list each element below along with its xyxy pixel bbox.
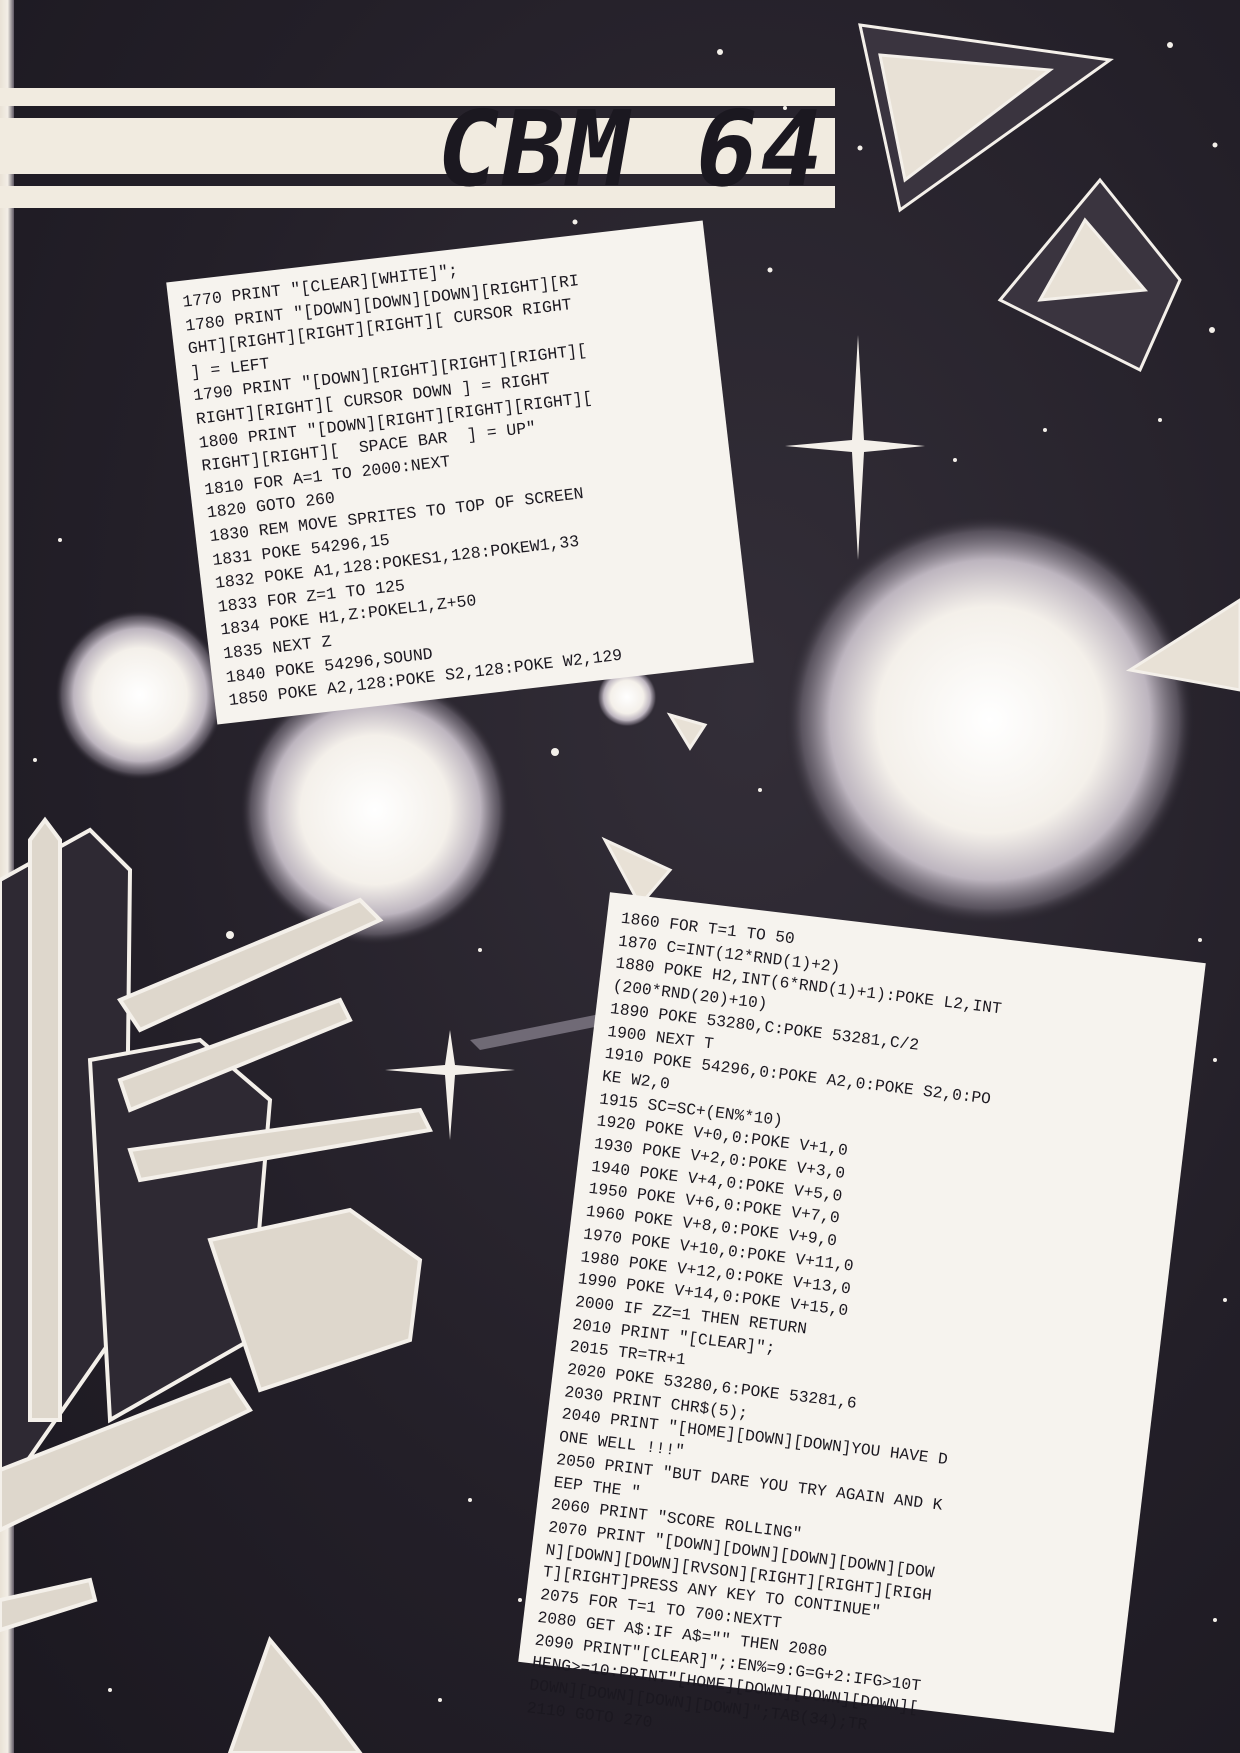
nebula-small-left [55,610,225,780]
code-listing-top: 1770 PRINT "[CLEAR][WHITE]"; 1780 PRINT … [166,220,754,725]
cbm64-banner: CBM 64 [0,88,836,210]
banner-stripe-bottom [0,186,835,208]
crystal-shapes [601,23,1240,908]
nebula-tiny [597,667,657,727]
banner-title: CBM 64 [426,88,836,210]
banner-stripe-middle [0,118,835,174]
banner-stripe-top [0,88,835,106]
spaceship [0,816,433,1753]
code-listing-bottom: 1860 FOR T=1 TO 50 1870 C=INT(12*RND(1)+… [518,892,1206,1734]
sparkle-stars [385,335,925,1140]
nebula-large [785,515,1195,925]
nebula-medium [240,675,510,945]
